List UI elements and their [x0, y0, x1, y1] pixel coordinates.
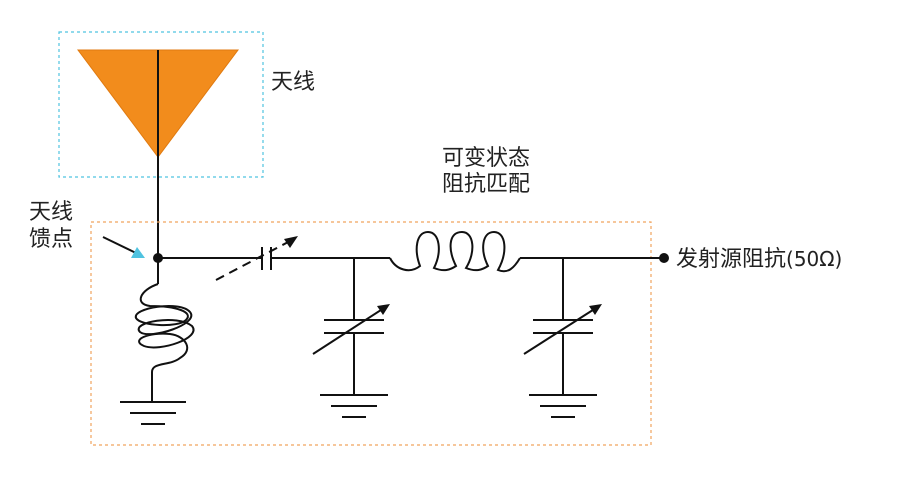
- feed-point-label-line1: 天线: [29, 200, 74, 225]
- shunt-variable-capacitor-1: [312, 258, 390, 395]
- feed-point-arrow: [102, 236, 137, 254]
- ground-icon: [320, 394, 388, 418]
- antenna-label: 天线: [271, 70, 316, 95]
- series-inductor: [389, 230, 521, 273]
- matching-label-line1: 可变状态: [442, 146, 531, 171]
- shunt-variable-capacitor-2: [523, 258, 602, 395]
- source-impedance-text: 发射源阻抗: [676, 247, 787, 272]
- source-impedance-value: (50Ω): [786, 247, 843, 271]
- matching-network-frame: [90, 221, 652, 446]
- matching-label-line2: 阻抗匹配: [442, 172, 531, 197]
- output-node: [659, 253, 669, 263]
- feed-point-label-line2: 馈点: [29, 227, 74, 252]
- source-impedance-label: 发射源阻抗(50Ω): [676, 246, 842, 273]
- feed-point-arrowhead: [131, 247, 145, 258]
- antenna-frame: [58, 31, 264, 178]
- ground-icon: [529, 394, 597, 418]
- ground-icon: [120, 401, 186, 425]
- shunt-inductor: [134, 283, 195, 373]
- series-variable-capacitor: [215, 236, 298, 281]
